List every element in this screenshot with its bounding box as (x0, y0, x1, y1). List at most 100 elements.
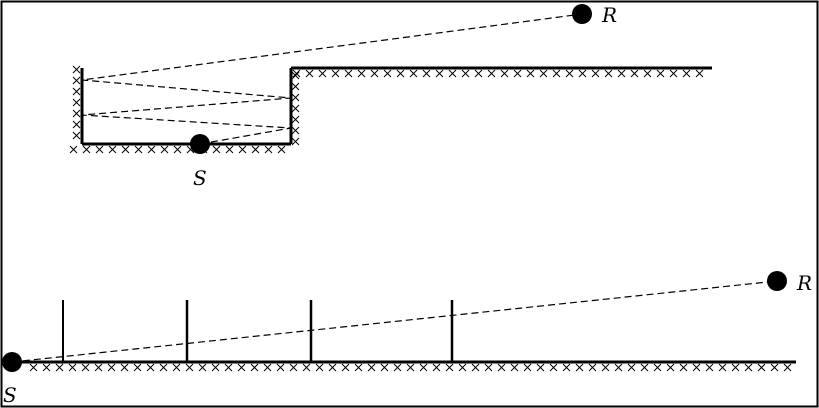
hatch-mark (185, 363, 194, 372)
hatch-mark (291, 93, 300, 102)
hatch-mark (669, 69, 678, 78)
hatch-mark (692, 363, 701, 372)
bottom-source-point (2, 352, 22, 372)
hatch-mark (656, 69, 665, 78)
hatch-mark (72, 98, 81, 107)
hatch-mark (510, 363, 519, 372)
hatch-mark (292, 69, 301, 78)
hatch-mark (120, 363, 129, 372)
hatch-mark (291, 71, 300, 80)
hatch-mark (276, 363, 285, 372)
hatch-mark (72, 120, 81, 129)
hatch-mark (72, 87, 81, 96)
hatch-mark (432, 363, 441, 372)
hatch-mark (315, 363, 324, 372)
hatch-mark (484, 363, 493, 372)
hatch-mark (212, 145, 221, 154)
hatch-mark (666, 363, 675, 372)
top-receiver-point (572, 4, 592, 24)
hatch-mark (69, 145, 78, 154)
top-source-label: S (193, 166, 207, 190)
top-source-point (190, 134, 210, 154)
hatch-mark (72, 109, 81, 118)
hatch-mark (497, 363, 506, 372)
hatch-mark (562, 363, 571, 372)
top-panel: S R (69, 3, 712, 190)
hatch-mark (601, 363, 610, 372)
hatch-mark (617, 69, 626, 78)
hatch-mark (328, 363, 337, 372)
hatch-mark (627, 363, 636, 372)
hatch-mark (458, 363, 467, 372)
hatch-mark (549, 363, 558, 372)
hatch-mark (72, 131, 81, 140)
hatch-mark (291, 137, 300, 146)
hatch-mark (42, 363, 51, 372)
top-receiver-label: R (601, 3, 617, 27)
hatch-mark (160, 145, 169, 154)
hatch-mark (367, 363, 376, 372)
hatch-mark (291, 104, 300, 113)
hatch-mark (344, 69, 353, 78)
direct-ray-path (11, 280, 778, 363)
hatch-mark (108, 145, 117, 154)
hatch-mark (552, 69, 561, 78)
hatch-mark (251, 145, 260, 154)
hatch-mark (159, 363, 168, 372)
hatch-mark (225, 145, 234, 154)
hatch-mark (380, 363, 389, 372)
hatch-mark (682, 69, 691, 78)
hatch-mark (107, 363, 116, 372)
hatch-mark (565, 69, 574, 78)
hatch-mark (471, 363, 480, 372)
hatch-mark (523, 363, 532, 372)
hatch-mark (305, 69, 314, 78)
hatch-mark (224, 363, 233, 372)
hatch-mark (757, 363, 766, 372)
hatch-mark (94, 363, 103, 372)
hatch-mark (640, 363, 649, 372)
hatch-mark (302, 363, 311, 372)
hatch-mark (744, 363, 753, 372)
hatch-mark (68, 363, 77, 372)
hatch-mark (318, 69, 327, 78)
hatch-mark (783, 363, 792, 372)
hatch-mark (354, 363, 363, 372)
bottom-receiver-label: R (796, 271, 812, 295)
hatch-mark (461, 69, 470, 78)
hatch-mark (357, 69, 366, 78)
hatch-mark (291, 82, 300, 91)
hatch-mark (237, 363, 246, 372)
hatch-mark (526, 69, 535, 78)
hatch-mark (277, 145, 286, 154)
hatch-mark (614, 363, 623, 372)
hatch-mark (291, 126, 300, 135)
hatch-mark (264, 145, 273, 154)
hatch-mark (630, 69, 639, 78)
hatch-mark (238, 145, 247, 154)
hatch-mark (731, 363, 740, 372)
hatch-mark (95, 145, 104, 154)
top-ground-hatching (69, 65, 704, 154)
hatch-mark (72, 76, 81, 85)
hatch-mark (172, 363, 181, 372)
hatch-mark (55, 363, 64, 372)
hatch-mark (653, 363, 662, 372)
hatch-mark (198, 363, 207, 372)
hatch-mark (146, 363, 155, 372)
hatch-mark (173, 145, 182, 154)
hatch-mark (575, 363, 584, 372)
hatch-mark (289, 363, 298, 372)
hatch-mark (679, 363, 688, 372)
bottom-source-label: S (3, 383, 17, 407)
hatch-mark (133, 363, 142, 372)
hatch-mark (211, 363, 220, 372)
hatch-mark (81, 363, 90, 372)
hatch-mark (250, 363, 259, 372)
hatch-mark (705, 363, 714, 372)
hatch-mark (435, 69, 444, 78)
hatch-mark (718, 363, 727, 372)
hatch-mark (539, 69, 548, 78)
